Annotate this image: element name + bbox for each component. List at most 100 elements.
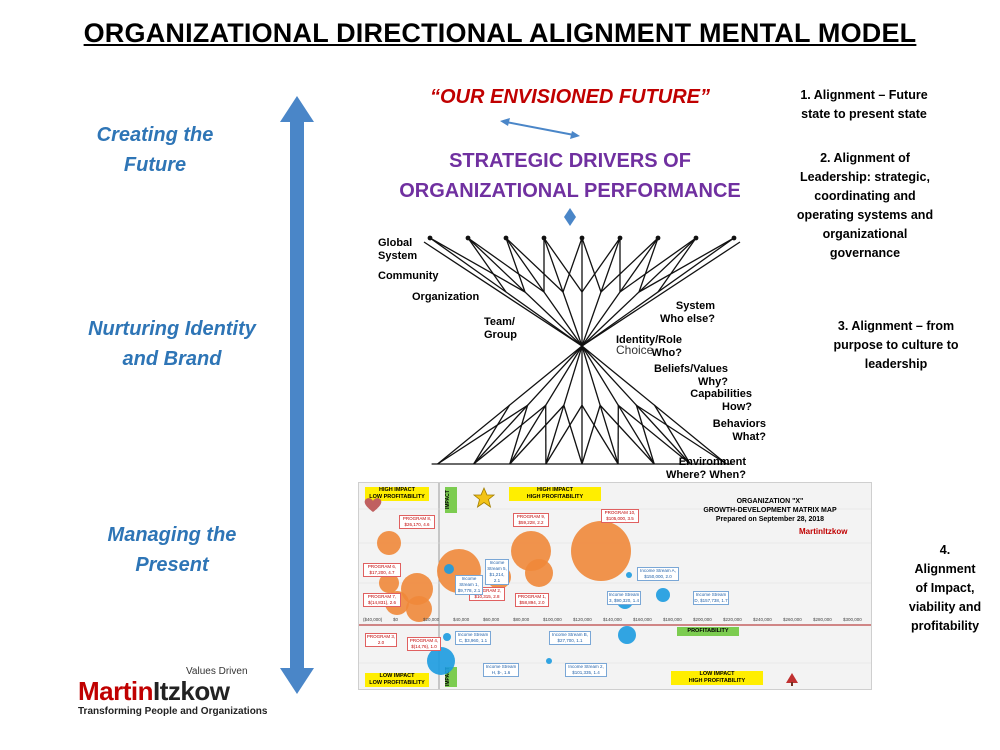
matrix-bubble bbox=[571, 521, 631, 581]
income-stream-label: Income Stream D, $157,738, 1.7 bbox=[693, 591, 729, 605]
matrix-header: ORGANIZATION "X"GROWTH-DEVELOPMENT MATRI… bbox=[703, 498, 837, 523]
x-tick-label: $180,000 bbox=[663, 617, 682, 622]
profitability-axis-label: PROFITABILITY bbox=[677, 627, 739, 636]
x-tick-label: $0 bbox=[393, 617, 399, 622]
upper-cross-line bbox=[505, 237, 526, 293]
matrix-bubble bbox=[427, 647, 455, 675]
lower-cross-line bbox=[635, 404, 655, 465]
upper-node bbox=[503, 235, 509, 241]
x-tick-label: $220,000 bbox=[723, 617, 742, 622]
matrix-bubble bbox=[546, 658, 552, 664]
net-label-organization: Organization bbox=[412, 291, 480, 303]
net-label-team-group: Team/Group bbox=[484, 316, 517, 341]
matrix-bubble bbox=[443, 633, 451, 641]
upper-cross-line bbox=[581, 237, 621, 293]
upper-cross-line bbox=[600, 237, 659, 293]
x-tick-label: $240,000 bbox=[753, 617, 772, 622]
x-tick-label: $40,000 bbox=[453, 617, 470, 622]
x-tick-label: $280,000 bbox=[813, 617, 832, 622]
matrix-bubble bbox=[525, 559, 553, 587]
lower-diverge-line bbox=[437, 345, 583, 465]
logo-tagline: Values Driven bbox=[186, 666, 248, 677]
lattice-network-diagram bbox=[423, 235, 741, 465]
matrix-bubble bbox=[379, 573, 399, 593]
lower-cross-line bbox=[653, 404, 691, 465]
upper-cross-line bbox=[638, 237, 735, 293]
matrix-bubble bbox=[406, 596, 432, 622]
upper-node bbox=[541, 235, 547, 241]
program-label: PROGRAM 4, $(14,76), 1.0 bbox=[407, 637, 441, 651]
income-stream-label: Income Stream C, $3,960, 1.1 bbox=[455, 631, 491, 645]
program-label: PROGRAM 1, $58,894, 2.0 bbox=[515, 593, 549, 607]
matrix-x-ticks: ($40,000)$0$20,000$40,000$60,000$80,000$… bbox=[359, 617, 871, 625]
upper-node bbox=[427, 235, 433, 241]
income-stream-label: Income Stream H, $-, 1.6 bbox=[483, 663, 519, 677]
upper-cross-line bbox=[543, 237, 583, 293]
upper-cross-line bbox=[467, 237, 507, 293]
program-label: PROGRAM 9, $59,228, 2.2 bbox=[513, 513, 549, 527]
lower-diverge-line bbox=[581, 345, 727, 465]
page-title: ORGANIZATIONAL DIRECTIONAL ALIGNMENT MEN… bbox=[83, 18, 917, 48]
income-stream-label: Income Stream B, $27,700, 1.1 bbox=[549, 631, 591, 645]
income-stream-label: Income Stream 1, $9,778, 2.1 bbox=[455, 575, 483, 595]
diamond-connector-icon bbox=[564, 208, 576, 226]
upper-node bbox=[617, 235, 623, 241]
program-label: PROGRAM 6, $17,200, 4.7 bbox=[363, 563, 401, 577]
x-tick-label: $300,000 bbox=[843, 617, 862, 622]
x-tick-label: $20,000 bbox=[423, 617, 440, 622]
upper-cross-line bbox=[619, 237, 697, 293]
income-stream-label: Income Stream 3, $90,320, 1.4 bbox=[607, 591, 641, 605]
lower-cross-line bbox=[509, 404, 565, 465]
program-label: PROGRAM 10, $105,000, 3.5 bbox=[601, 509, 639, 523]
logo-subtitle: Transforming People and Organizations bbox=[78, 706, 268, 717]
star-icon bbox=[473, 487, 495, 508]
x-tick-label: $100,000 bbox=[543, 617, 562, 622]
matrix-bubble bbox=[618, 626, 636, 644]
vertical-double-arrow bbox=[280, 96, 314, 694]
matrix-bubbles bbox=[377, 521, 670, 675]
lower-cross-line bbox=[599, 404, 655, 465]
upper-node bbox=[579, 235, 585, 241]
tree-icon bbox=[786, 673, 798, 686]
upper-node bbox=[655, 235, 661, 241]
upper-cross-line bbox=[581, 237, 602, 293]
logo-wordmark: MartinItzkow bbox=[78, 676, 230, 706]
heart-icon bbox=[364, 498, 382, 512]
lower-cross-line bbox=[545, 404, 583, 465]
envisioned-future-label: “OUR ENVISIONED FUTURE” bbox=[430, 86, 711, 108]
matrix-bubble bbox=[444, 564, 454, 574]
two-way-arrow-icon bbox=[500, 118, 580, 139]
matrix-bubble bbox=[401, 573, 433, 605]
upper-cross-line bbox=[562, 237, 583, 293]
upper-rail-right bbox=[581, 241, 741, 347]
lower-cross-line bbox=[437, 404, 529, 465]
upper-cross-line bbox=[467, 237, 545, 293]
lower-cross-line bbox=[509, 404, 529, 465]
program-label: PROGRAM 3, 2.0 bbox=[365, 633, 397, 647]
x-tick-label: $140,000 bbox=[603, 617, 622, 622]
x-tick-label: ($40,000) bbox=[363, 617, 383, 622]
x-tick-label: $260,000 bbox=[783, 617, 802, 622]
x-tick-label: $200,000 bbox=[693, 617, 712, 622]
net-label-choice: Choice bbox=[616, 343, 654, 357]
martin-itzkow-logo: Values Driven MartinItzkow Transforming … bbox=[78, 666, 267, 726]
upper-node bbox=[731, 235, 737, 241]
upper-node bbox=[465, 235, 471, 241]
lower-cross-line bbox=[635, 404, 727, 465]
lower-cross-line bbox=[563, 404, 583, 465]
upper-cross-line bbox=[657, 237, 697, 293]
